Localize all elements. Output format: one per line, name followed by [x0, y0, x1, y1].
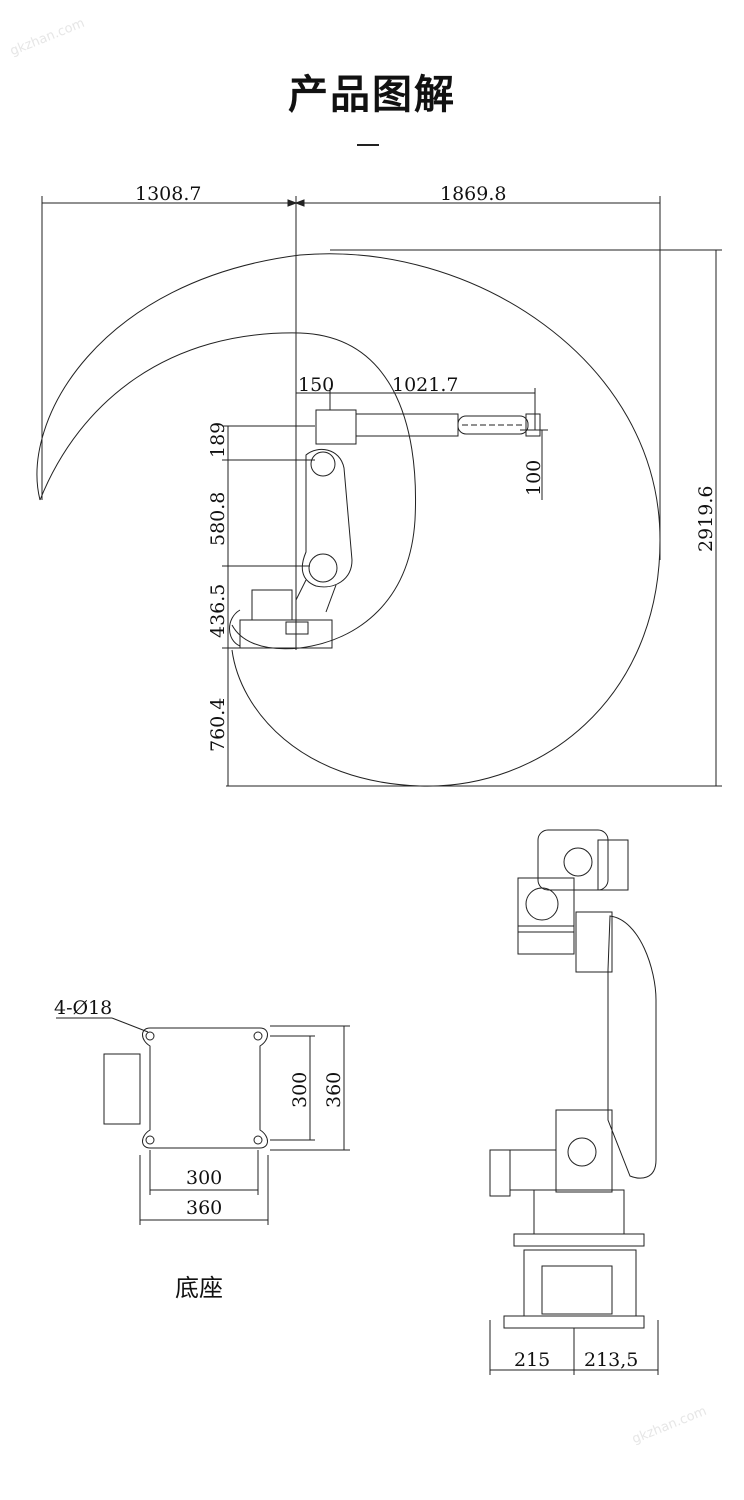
mount-hole-2 — [253, 1031, 263, 1041]
mount-hole-3 — [145, 1135, 155, 1145]
dim-inner-width: 300 — [186, 1167, 222, 1189]
outer-envelope-arc — [36, 253, 661, 787]
dim-reach-right: 1869.8 — [440, 183, 506, 205]
base-plan-drawing: 4-Ø18 300 360 300 360 — [54, 997, 350, 1225]
side-view-drawing: 215 213,5 — [489, 829, 659, 1375]
side-wrist-joint — [517, 877, 575, 933]
dim-outer-height: 360 — [323, 1072, 345, 1108]
dim-shoulder-offset: 150 — [298, 374, 334, 396]
side-base-column — [523, 1249, 637, 1317]
dim-forearm-length: 1021.7 — [392, 374, 458, 396]
hole-spec: 4-Ø18 — [54, 997, 112, 1019]
watermark-bottom: gkzhan.com — [630, 1403, 709, 1448]
robot-shoulder — [315, 409, 357, 445]
side-turret — [533, 1189, 625, 1235]
title-underline — [357, 144, 379, 146]
dim-total-height: 2919.6 — [695, 486, 717, 552]
dim-wrist-length: 100 — [523, 460, 545, 496]
side-dim-left: 215 — [514, 1349, 550, 1371]
side-shoulder-joint — [555, 1109, 613, 1193]
mount-hole-1 — [145, 1031, 155, 1041]
base-plate-outline — [142, 1027, 268, 1149]
side-upper-arm — [607, 915, 657, 1179]
base-connector-box — [103, 1053, 141, 1125]
mount-hole-4 — [253, 1135, 263, 1145]
dim-reach-left: 1308.7 — [135, 183, 201, 205]
dim-arm-length: 580.8 — [207, 492, 229, 546]
dim-inner-height: 300 — [289, 1072, 311, 1108]
side-base-plate — [503, 1315, 645, 1329]
side-dim-right: 213,5 — [584, 1349, 638, 1371]
dim-lower-reach: 760.4 — [207, 698, 229, 752]
base-caption: 底座 — [175, 1274, 223, 1302]
robot-lower-arm — [301, 448, 353, 588]
side-wrist-housing — [537, 829, 609, 891]
dim-outer-width: 360 — [186, 1197, 222, 1219]
dim-base-height: 436.5 — [207, 584, 229, 638]
work-envelope-drawing: 1308.7 1869.8 150 1021.7 100 189 580.8 4… — [36, 183, 722, 787]
page-title: 产品图解 — [288, 72, 456, 118]
dim-upper-height: 189 — [207, 422, 229, 458]
